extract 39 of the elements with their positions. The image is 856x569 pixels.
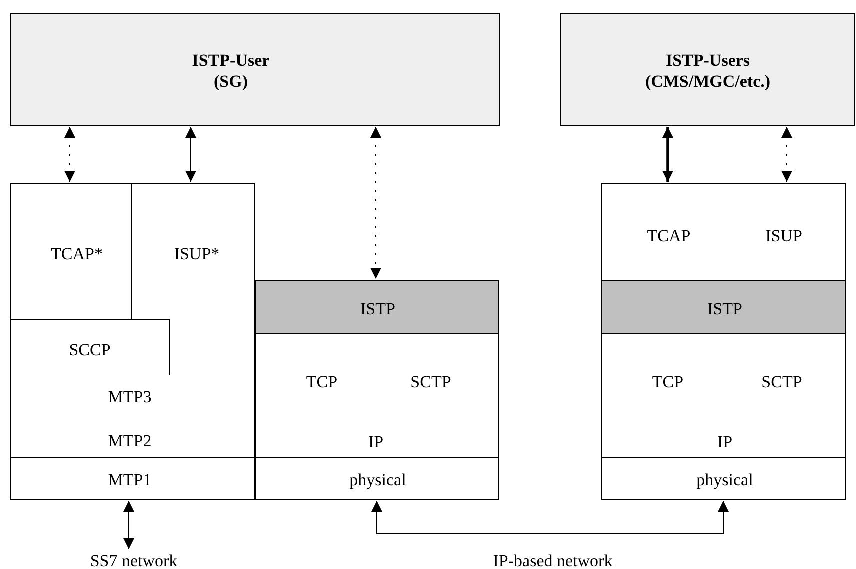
layer-label: ISTP — [360, 298, 396, 320]
user-box — [10, 13, 500, 126]
layer-box — [601, 333, 846, 458]
user-box — [560, 13, 855, 126]
double-arrow — [370, 126, 382, 280]
double-arrow — [186, 126, 196, 182]
layer-box — [601, 457, 846, 500]
layer-label: ISUP* — [174, 243, 220, 265]
layer-label: SCTP — [410, 371, 452, 393]
layer-box — [255, 333, 499, 458]
layer-box — [255, 280, 499, 334]
double-arrow — [124, 500, 134, 550]
layer-label: physical — [696, 469, 754, 491]
layer-label: SCTP — [762, 371, 802, 393]
user-label: ISTP-Users (CMS/MGC/etc.) — [644, 50, 772, 92]
layer-label: MTP3 — [108, 386, 152, 408]
layer-label: SCCP — [69, 339, 111, 361]
layer-box — [10, 319, 255, 458]
layer-label: IP — [717, 431, 733, 453]
layer-label: ISUP — [766, 225, 802, 247]
layer-box — [10, 183, 132, 320]
layer-label: IP — [368, 431, 384, 453]
layer-label: TCP — [652, 371, 684, 393]
layer-label: TCAP — [647, 225, 691, 247]
layer-box — [601, 280, 846, 334]
layer-label: TCAP* — [51, 243, 103, 265]
layer-box — [10, 457, 255, 500]
network-label: SS7 network — [90, 550, 178, 569]
layer-box — [255, 457, 499, 500]
layer-label: TCP — [306, 371, 338, 393]
layer-label: physical — [350, 469, 406, 491]
layer-label: ISTP — [708, 298, 742, 320]
double-arrow — [372, 500, 729, 534]
double-arrow — [662, 127, 674, 182]
layer-label: MTP2 — [108, 430, 152, 452]
double-arrow — [64, 126, 76, 182]
user-label: ISTP-User (SG) — [191, 50, 271, 92]
double-arrow — [782, 126, 792, 182]
layer-label: MTP1 — [108, 469, 152, 491]
